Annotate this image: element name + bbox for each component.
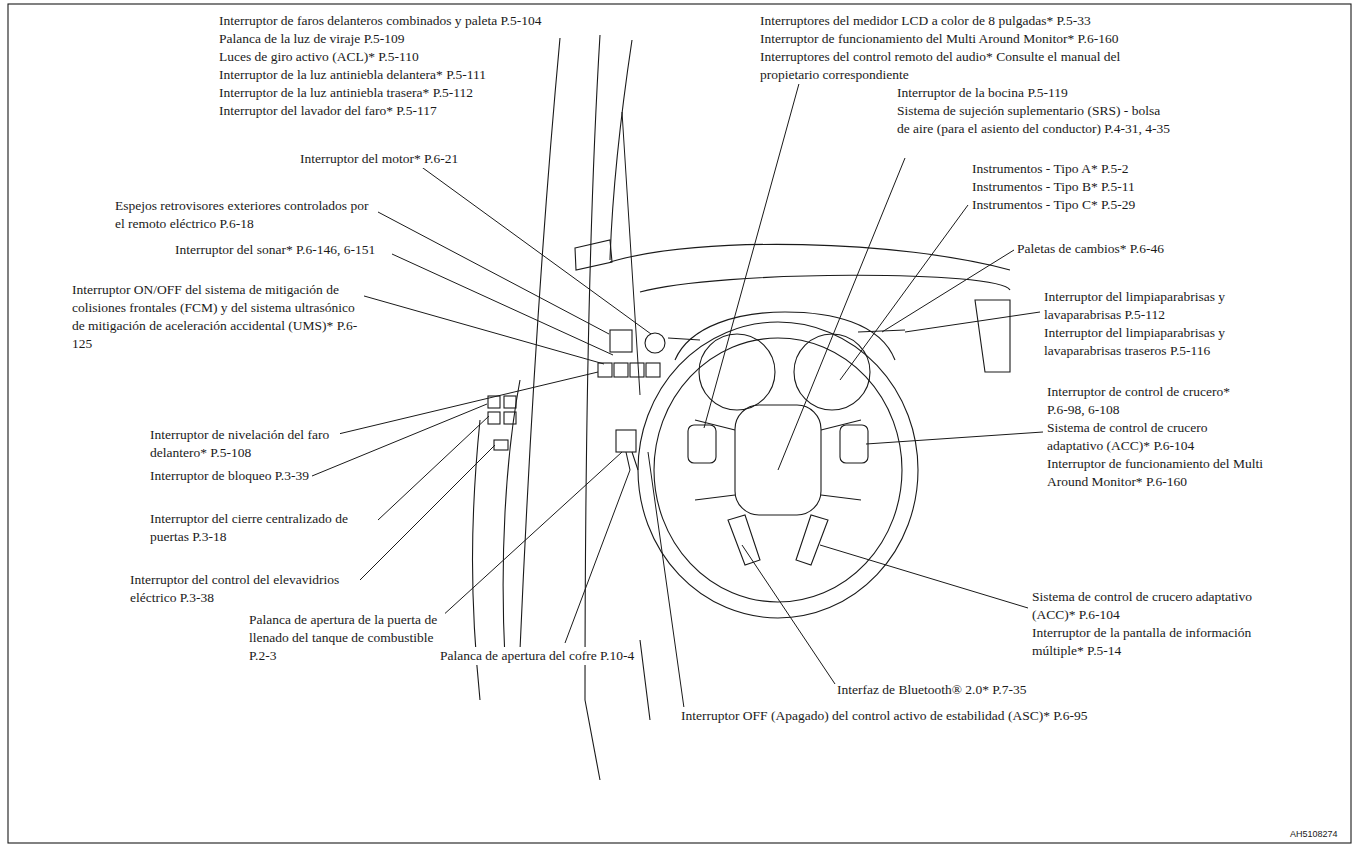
dashboard-top: [610, 244, 1010, 270]
callout-label: Interruptor del cierre centralizado de p…: [150, 510, 372, 546]
callout-label: Interruptor de funcionamiento del Multi …: [760, 30, 1118, 48]
callout-label: Interruptor del limpiaparabrisas y lavap…: [1044, 324, 1244, 360]
leader-line: [905, 312, 1040, 332]
leader-line: [840, 205, 968, 380]
wheel-switch: [688, 425, 716, 463]
callout-label: Sistema de control de crucero adaptativo…: [1047, 419, 1237, 455]
leader-line: [882, 250, 1014, 332]
callout-label: Interruptor OFF (Apagado) del control ac…: [681, 707, 1087, 725]
switch: [630, 363, 644, 377]
leader-line: [704, 80, 800, 428]
wheel-switch: [728, 515, 828, 565]
leader-line: [820, 545, 1028, 608]
gauge: [794, 334, 870, 410]
window-switch: [488, 412, 500, 424]
stalk: [668, 330, 905, 340]
callout-label: Interruptor de funcionamiento del Multi …: [1047, 455, 1267, 491]
callout-label: Interruptor de bloqueo P.3-39: [150, 467, 309, 485]
steering-hub: [735, 405, 821, 515]
side-vent: [575, 240, 612, 270]
window-switch: [504, 396, 516, 408]
switch: [598, 363, 612, 377]
callout-label: Interruptor de la luz antiniebla delante…: [219, 66, 486, 84]
leader-line: [378, 212, 609, 334]
leader-line: [412, 160, 651, 334]
leader-line: [330, 372, 598, 436]
window-switch: [504, 412, 516, 424]
door-panel: [503, 380, 520, 660]
callout-label: Interruptor de nivelación del faro delan…: [150, 426, 340, 462]
callout-label: Interruptor del limpiaparabrisas y lavap…: [1044, 288, 1234, 324]
leader-line: [350, 292, 604, 364]
a-pillar: [610, 40, 632, 260]
callout-label: Sistema de control de crucero adaptativo…: [1032, 588, 1277, 624]
callout-label: Interruptor de la luz antiniebla trasera…: [219, 84, 473, 102]
callout-label: Interfaz de Bluetooth® 2.0* P.7-35: [837, 681, 1026, 699]
callout-label: Instrumentos - Tipo A* P.5-2: [972, 160, 1128, 178]
callout-label: Interruptor de la bocina P.5-119: [897, 84, 1068, 102]
callout-label: Interruptor del control del elevavidrios…: [130, 571, 358, 607]
callout-label: Palanca de apertura de la puerta de llen…: [249, 611, 445, 665]
instrument-hood: [675, 312, 895, 360]
window-switch: [494, 440, 508, 450]
leader-line: [565, 470, 630, 643]
figure-code: AH5108274: [1290, 829, 1338, 840]
callout-label: Sistema de sujeción suplementario (SRS) …: [897, 102, 1172, 138]
callout-label: Interruptor de la pantalla de informació…: [1032, 624, 1287, 660]
switch: [610, 330, 632, 352]
callout-label: Interruptor ON/OFF del sistema de mitiga…: [72, 281, 364, 353]
callout-label: Instrumentos - Tipo C* P.5-29: [972, 196, 1135, 214]
release-lever: [616, 430, 636, 452]
callout-label: Palanca de la luz de viraje P.5-109: [219, 30, 405, 48]
leader-line: [622, 112, 640, 395]
callout-label: Interruptor del sonar* P.6-146, 6-151: [175, 241, 375, 259]
callout-label: Interruptor del lavador del faro* P.5-11…: [219, 102, 437, 120]
callout-label: Luces de giro activo (ACL)* P.5-110: [219, 48, 419, 66]
frame: [8, 4, 1351, 843]
leader-line: [648, 452, 684, 708]
leader-line: [778, 158, 905, 470]
leader-line: [742, 545, 835, 684]
callout-label: Interruptores del medidor LCD a color de…: [760, 12, 1091, 30]
engine-switch: [645, 333, 665, 353]
a-pillar: [520, 38, 560, 650]
callout-label: Instrumentos - Tipo B* P.5-11: [972, 178, 1135, 196]
side-vent: [975, 300, 1010, 372]
callout-label: Interruptor de faros delanteros combinad…: [219, 12, 541, 30]
release-lever: [626, 452, 638, 470]
leader-line: [392, 254, 613, 355]
leader-line: [440, 452, 622, 618]
callout-label: Interruptores del control remoto del aud…: [760, 48, 1180, 84]
leader-line: [866, 432, 1043, 444]
wheel-switch: [840, 425, 868, 463]
callout-label: Palanca de apertura del cofre P.10-4: [440, 647, 634, 665]
dashboard-line: [640, 275, 1010, 292]
switch: [614, 363, 628, 377]
callout-label: Interruptor del motor* P.6-21: [300, 150, 458, 168]
callout-label: Interruptor de control de crucero* P.6-9…: [1047, 383, 1247, 419]
switch: [646, 363, 660, 377]
callout-label: Espejos retrovisores exteriores controla…: [115, 197, 377, 233]
leader-line: [360, 445, 495, 580]
steering-spoke: [695, 420, 861, 500]
callout-label: Paletas de cambios* P.6-46: [1017, 240, 1164, 258]
